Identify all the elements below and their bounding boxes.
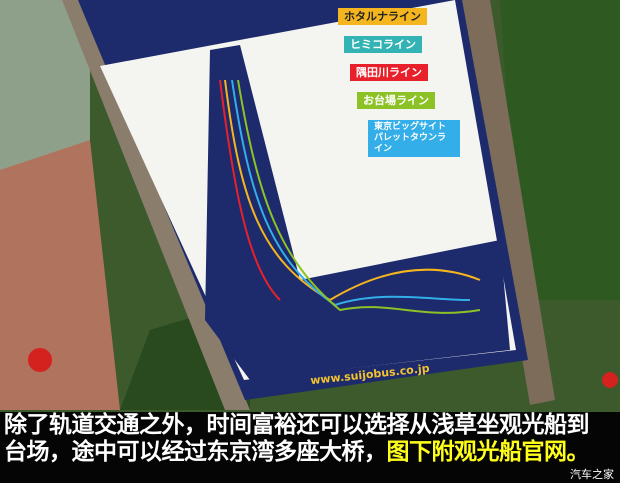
route-line <box>231 79 471 307</box>
route-tab-bigsight: 東京ビッグサイト パレットタウンライン <box>368 120 460 157</box>
map-river <box>205 45 510 380</box>
caption-band: 除了轨道交通之外，时间富裕还可以选择从浅草坐观光船到 台场，途中可以经过东京湾多… <box>0 412 620 483</box>
watermark: 汽车之家 <box>570 468 614 481</box>
caption-line-1: 除了轨道交通之外，时间富裕还可以选择从浅草坐观光船到 <box>4 412 590 438</box>
red-flowers <box>28 348 52 372</box>
route-tab-odaiba: お台場ライン <box>357 92 435 109</box>
route-line <box>219 79 281 301</box>
caption-line-2-text: 台场，途中可以经过东京湾多座大桥， <box>4 439 387 465</box>
caption-highlight: 图下附观光船官网。 <box>386 439 590 465</box>
caption-line-2: 台场，途中可以经过东京湾多座大桥，图下附观光船官网。 <box>4 439 589 465</box>
right-bush <box>500 0 620 300</box>
route-tab-hotaluna: ホタルナライン <box>338 8 427 25</box>
brick-walkway <box>0 140 120 410</box>
sign-post-right <box>462 0 555 405</box>
red-flowers <box>602 372 618 388</box>
route-line <box>237 79 481 314</box>
route-tab-himiko: ヒミコライン <box>344 36 422 53</box>
route-tab-sumidagawa: 隅田川ライン <box>350 64 428 81</box>
sign-post-left <box>62 0 250 410</box>
